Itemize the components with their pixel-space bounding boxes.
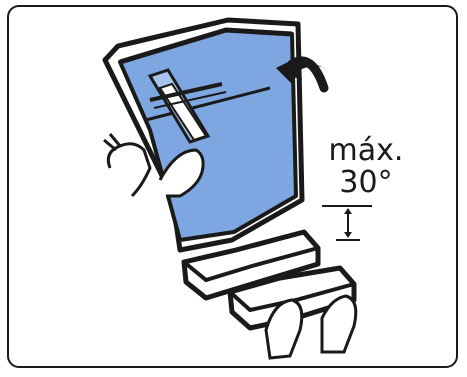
angle-label: 30° — [321, 166, 411, 200]
max-label: máx. — [321, 134, 411, 168]
refrigerator-tilted — [105, 20, 302, 250]
tilt-angle-indicator — [322, 206, 372, 240]
